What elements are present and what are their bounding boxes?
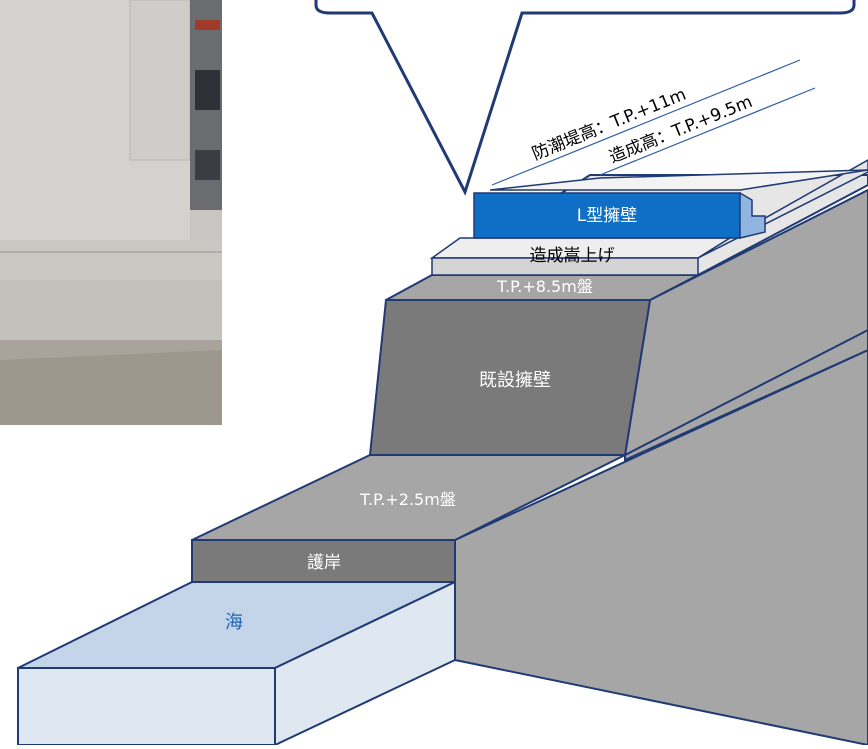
raised-fill-face [431,257,699,276]
raised-fill-label: 造成嵩上げ [530,246,615,266]
revetment-label: 護岸 [307,553,341,573]
sea-front [17,667,276,746]
callout-bubble [314,0,856,196]
seawall-height-line [491,59,801,186]
terrace-2-5-label: T.P.+2.5m盤 [359,490,456,509]
l-wall-toe [739,191,766,239]
photo-inset [0,0,222,425]
l-wall-label: L型擁壁 [577,206,637,226]
existing-wall-label: 既設擁壁 [479,370,551,391]
sea-label: 海 [225,612,243,633]
ground-height-line [599,87,816,176]
terrace-8-5-label: T.P.+8.5m盤 [496,277,593,296]
l-wall-top-surface [489,169,868,191]
